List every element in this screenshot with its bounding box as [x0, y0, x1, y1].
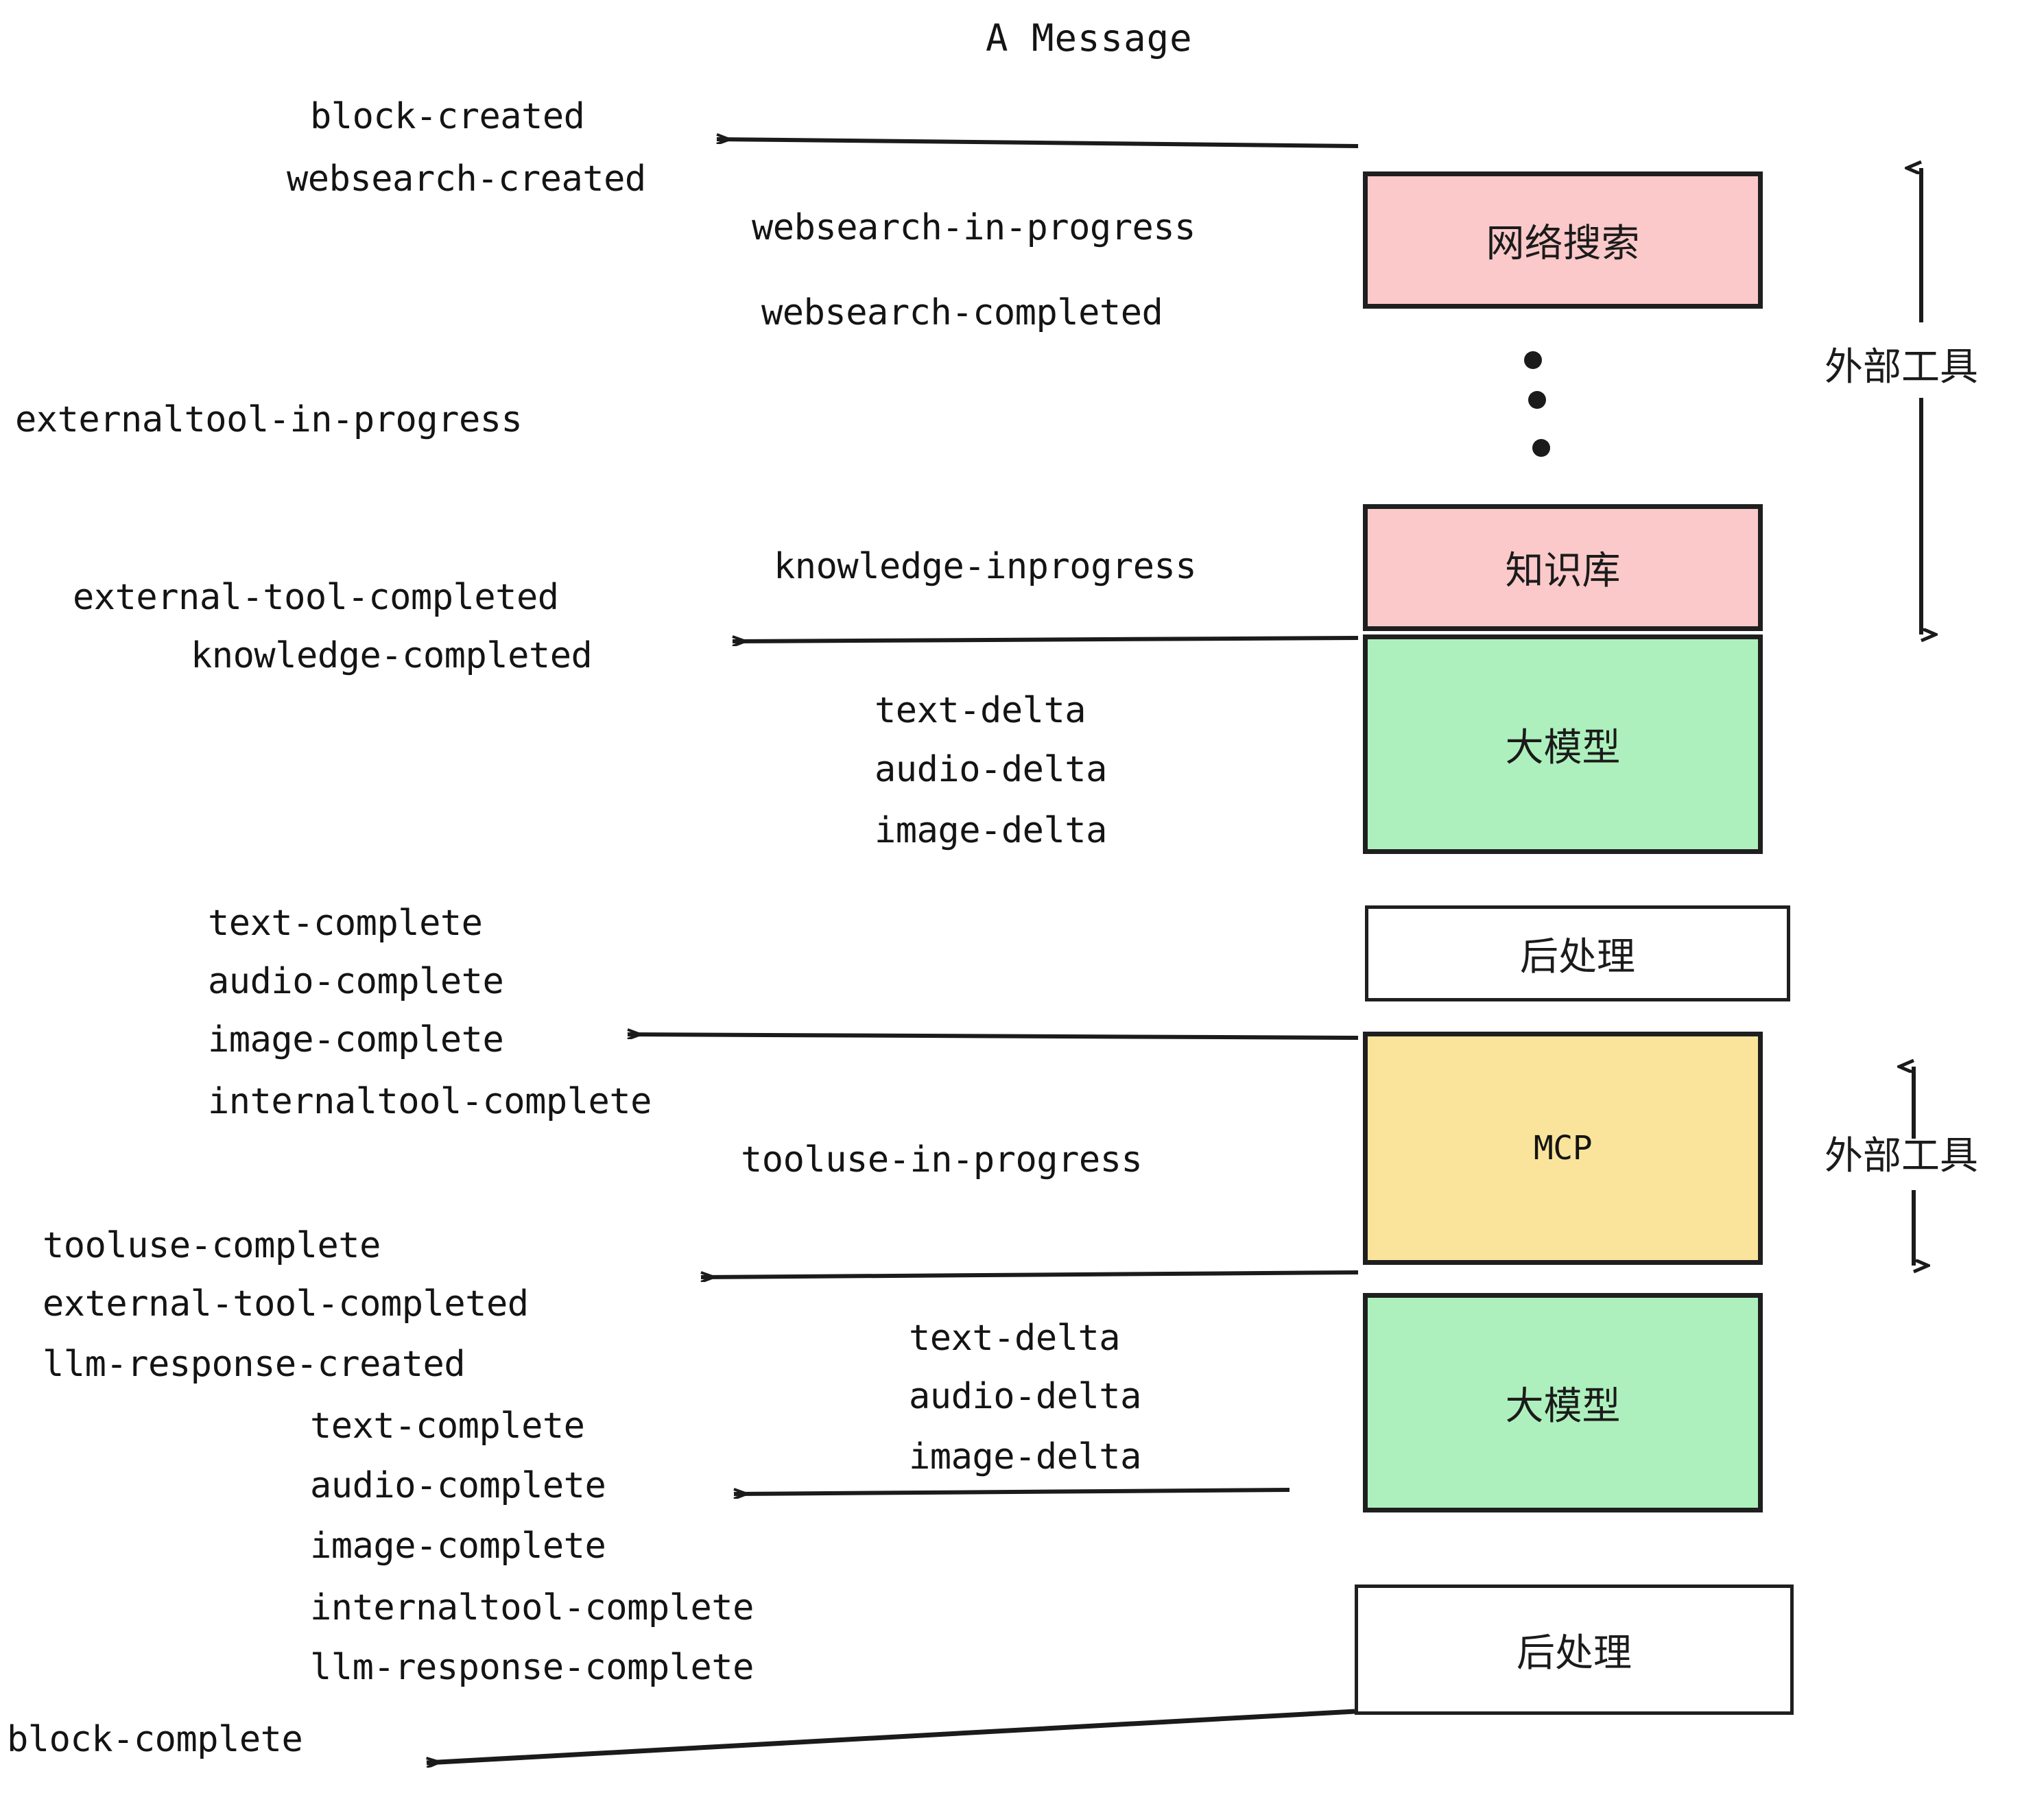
side-label-external-tools-bottom: 外部工具	[1825, 1134, 1978, 1178]
event-image-complete-2: image-complete	[310, 1526, 606, 1567]
node-mcp-label: MCP	[1533, 1129, 1593, 1167]
node-postprocess-top[interactable]: 后处理	[1365, 905, 1790, 1001]
event-websearch-in-progress: websearch-in-progress	[752, 207, 1196, 248]
arrow-websearch-to-created	[717, 139, 1359, 148]
node-knowledge[interactable]: 知识库	[1363, 504, 1763, 631]
event-websearch-created: websearch-created	[287, 158, 646, 200]
event-text-complete-2: text-complete	[310, 1405, 585, 1447]
ellipsis-dot-3	[1532, 439, 1550, 457]
arrow-llm-to-audio-complete	[734, 1488, 1290, 1494]
node-websearch-label: 网络搜索	[1486, 221, 1640, 266]
ellipsis-dot-1	[1524, 351, 1542, 369]
node-postprocess-bottom-label: 后处理	[1517, 1630, 1632, 1676]
event-llm-response-created: llm-response-created	[43, 1344, 466, 1385]
arrow-postprocess-to-block-complete	[427, 1709, 1355, 1763]
diagram-title: A Message	[986, 16, 1193, 60]
event-externaltool-in-progress: externaltool-in-progress	[15, 399, 523, 440]
event-block-complete: block-complete	[7, 1719, 303, 1760]
event-audio-delta-1: audio-delta	[875, 749, 1107, 790]
event-text-complete-1: text-complete	[208, 903, 483, 944]
node-llm-bottom-label: 大模型	[1505, 1384, 1621, 1429]
event-external-tool-completed-2: external-tool-completed	[43, 1283, 529, 1325]
event-audio-complete-1: audio-complete	[208, 961, 504, 1002]
node-knowledge-label: 知识库	[1505, 549, 1621, 593]
event-internaltool-complete-1: internaltool-complete	[208, 1081, 652, 1122]
event-tooluse-complete: tooluse-complete	[43, 1225, 381, 1266]
event-websearch-completed: websearch-completed	[761, 292, 1163, 333]
event-text-delta-2: text-delta	[909, 1318, 1121, 1359]
event-audio-complete-2: audio-complete	[310, 1465, 606, 1506]
node-llm-top[interactable]: 大模型	[1363, 634, 1763, 854]
event-block-created: block-created	[310, 96, 585, 137]
node-websearch[interactable]: 网络搜索	[1363, 171, 1763, 309]
event-internaltool-complete-2: internaltool-complete	[310, 1587, 754, 1628]
event-text-delta-1: text-delta	[875, 690, 1086, 731]
node-postprocess-top-label: 后处理	[1520, 934, 1635, 980]
event-image-complete-1: image-complete	[208, 1019, 504, 1060]
arrow-postprocess-to-image-complete	[628, 1034, 1359, 1040]
node-mcp[interactable]: MCP	[1363, 1032, 1763, 1265]
event-knowledge-completed: knowledge-completed	[191, 635, 593, 676]
event-external-tool-completed-1: external-tool-completed	[73, 577, 559, 618]
node-llm-top-label: 大模型	[1505, 725, 1621, 770]
arrow-mcp-to-tooluse-complete	[701, 1270, 1359, 1277]
event-audio-delta-2: audio-delta	[909, 1376, 1141, 1417]
node-llm-bottom[interactable]: 大模型	[1363, 1293, 1763, 1512]
event-llm-response-complete: llm-response-complete	[310, 1647, 754, 1688]
event-image-delta-2: image-delta	[909, 1436, 1141, 1477]
side-label-external-tools-top: 外部工具	[1825, 345, 1978, 390]
ellipsis-dot-2	[1528, 391, 1546, 409]
event-image-delta-1: image-delta	[875, 810, 1107, 851]
node-postprocess-bottom[interactable]: 后处理	[1355, 1585, 1794, 1715]
event-knowledge-inprogress: knowledge-inprogress	[774, 546, 1197, 587]
event-tooluse-in-progress: tooluse-in-progress	[741, 1139, 1143, 1180]
arrow-knowledge-to-completed	[733, 638, 1359, 641]
